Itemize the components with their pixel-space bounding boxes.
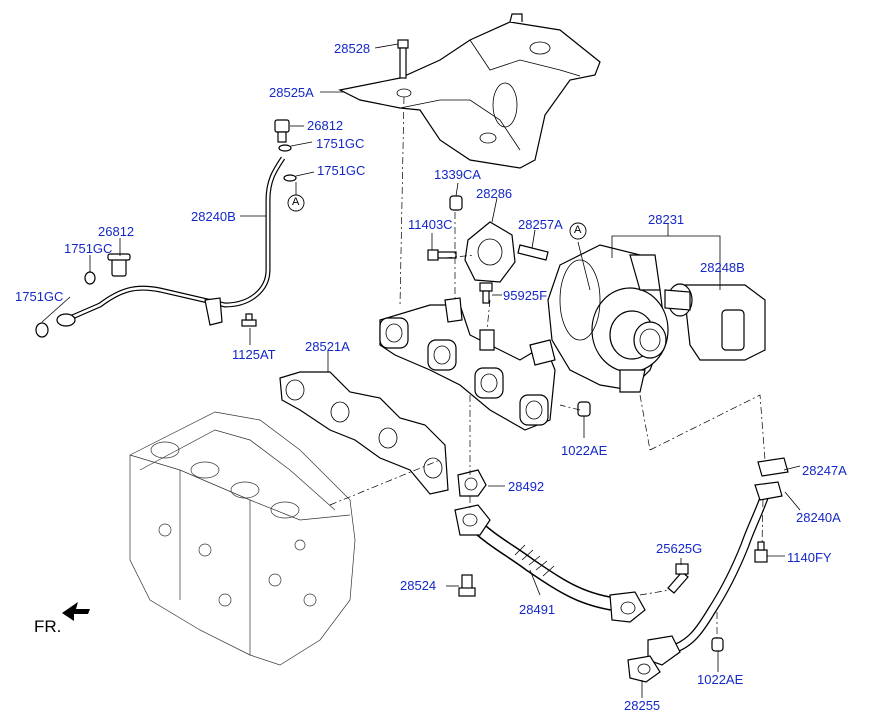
banjo-bolt-26812-left[interactable] xyxy=(107,253,131,277)
ref-a-1: A xyxy=(292,196,300,208)
washer-1751gc-b[interactable] xyxy=(283,174,297,182)
bolt-28528[interactable] xyxy=(397,39,409,79)
exhaust-manifold[interactable] xyxy=(379,297,556,431)
label-11403c[interactable]: 11403C xyxy=(408,217,453,232)
label-1339ca[interactable]: 1339CA xyxy=(434,167,481,182)
label-28525a[interactable]: 28525A xyxy=(269,85,314,100)
bolt-1125at[interactable] xyxy=(241,313,257,327)
stud-11403c[interactable] xyxy=(427,249,457,261)
turbocharger[interactable] xyxy=(547,244,669,393)
stud-28257a[interactable] xyxy=(517,244,549,261)
egr-gasket-28492[interactable] xyxy=(457,469,487,497)
label-28240b[interactable]: 28240B xyxy=(191,209,236,224)
washer-1751gc-c[interactable] xyxy=(84,271,96,285)
label-28286[interactable]: 28286 xyxy=(476,186,513,201)
bolt-1140fy[interactable] xyxy=(754,541,768,563)
oil-return-pipe[interactable] xyxy=(647,481,783,666)
label-28491[interactable]: 28491 xyxy=(519,602,556,617)
turbo-gasket[interactable] xyxy=(464,221,516,283)
label-1751gc-a[interactable]: 1751GC xyxy=(316,136,365,151)
reference-lines xyxy=(329,96,766,638)
label-1751gc-b[interactable]: 1751GC xyxy=(317,163,366,178)
egr-pipe[interactable] xyxy=(454,504,646,623)
label-1140fy[interactable]: 1140FY xyxy=(787,550,832,565)
label-28492[interactable]: 28492 xyxy=(508,479,545,494)
ref-circle-a-2 xyxy=(569,222,587,240)
label-28521a[interactable]: 28521A xyxy=(305,339,350,354)
label-1751gc-d[interactable]: 1751GC xyxy=(15,289,64,304)
ref-a-2: A xyxy=(574,224,582,236)
leader-lines xyxy=(41,43,801,698)
wastegate-actuator[interactable] xyxy=(664,283,766,361)
label-28524[interactable]: 28524 xyxy=(400,578,437,593)
bolt-28524[interactable] xyxy=(458,574,476,597)
manifold-gasket[interactable] xyxy=(279,371,449,495)
bolt-25625g[interactable] xyxy=(667,563,689,594)
nut-1022ae-upper[interactable] xyxy=(577,401,591,417)
front-arrow-icon xyxy=(62,602,90,621)
label-28255[interactable]: 28255 xyxy=(624,698,661,713)
label-28257a[interactable]: 28257A xyxy=(518,217,563,232)
nut-1022ae-lower[interactable] xyxy=(711,637,724,652)
label-28528[interactable]: 28528 xyxy=(334,41,371,56)
washer-1751gc-d[interactable] xyxy=(35,322,49,338)
label-95925f[interactable]: 95925F xyxy=(503,288,548,303)
heat-shield[interactable] xyxy=(338,13,601,169)
label-1125at[interactable]: 1125AT xyxy=(232,347,276,362)
banjo-bolt-26812-top[interactable] xyxy=(274,119,290,143)
washer-1751gc-a[interactable] xyxy=(278,144,292,152)
gasket-28247a[interactable] xyxy=(757,457,789,477)
label-26812-top[interactable]: 26812 xyxy=(307,118,344,133)
front-direction-label: FR. xyxy=(34,617,62,636)
label-26812-left[interactable]: 26812 xyxy=(98,224,135,239)
label-1751gc-c[interactable]: 1751GC xyxy=(64,241,113,256)
engine-block xyxy=(129,411,356,666)
bolt-95925f[interactable] xyxy=(479,282,493,304)
label-25625g[interactable]: 25625G xyxy=(656,541,703,556)
ref-circle-a-1 xyxy=(287,194,305,212)
label-28240a[interactable]: 28240A xyxy=(796,510,841,525)
nut-1339ca[interactable] xyxy=(449,195,463,211)
label-28247a[interactable]: 28247A xyxy=(802,463,847,478)
oil-feed-pipe[interactable] xyxy=(56,156,286,327)
label-28248b[interactable]: 28248B xyxy=(700,260,745,275)
label-28231[interactable]: 28231 xyxy=(648,212,685,227)
label-1022ae-lower[interactable]: 1022AE xyxy=(697,672,744,687)
gasket-28255[interactable] xyxy=(627,655,661,683)
label-1022ae-upper[interactable]: 1022AE xyxy=(561,443,608,458)
